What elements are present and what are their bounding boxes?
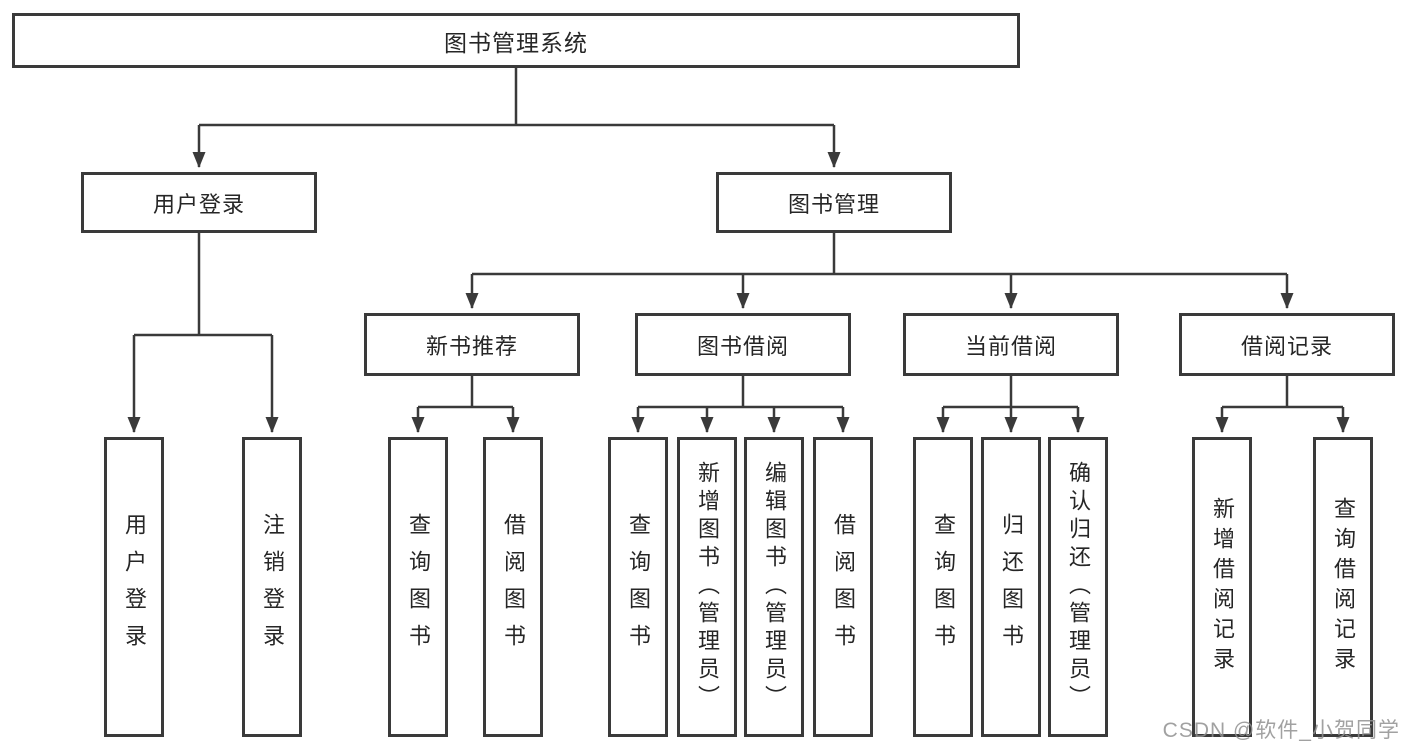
leaf-borrow-books: 借阅图书	[813, 437, 873, 737]
leaf-add-books-admin: 新增图书（管理员）	[677, 437, 737, 737]
node-library-management-system: 图书管理系统	[12, 13, 1020, 68]
node-new-book-recommendation: 新书推荐	[364, 313, 580, 376]
leaf-add-borrow-record: 新增借阅记录	[1192, 437, 1252, 737]
leaf-query-books: 查询图书	[608, 437, 668, 737]
node-book-management: 图书管理	[716, 172, 952, 233]
leaf-confirm-return-admin: 确认归还（管理员）	[1048, 437, 1108, 737]
leaf-query-borrow-record: 查询借阅记录	[1313, 437, 1373, 737]
leaf-user-login: 用户登录	[104, 437, 164, 737]
leaf-query-books: 查询图书	[913, 437, 973, 737]
leaf-query-books: 查询图书	[388, 437, 448, 737]
leaf-edit-books-admin: 编辑图书（管理员）	[744, 437, 804, 737]
node-user-login: 用户登录	[81, 172, 317, 233]
leaf-borrow-books: 借阅图书	[483, 437, 543, 737]
node-book-borrowing: 图书借阅	[635, 313, 851, 376]
leaf-logout: 注销登录	[242, 437, 302, 737]
csdn-watermark: CSDN @软件_小贺同学	[1162, 719, 1400, 742]
node-borrowing-records: 借阅记录	[1179, 313, 1395, 376]
leaf-return-books: 归还图书	[981, 437, 1041, 737]
node-current-borrowing: 当前借阅	[903, 313, 1119, 376]
